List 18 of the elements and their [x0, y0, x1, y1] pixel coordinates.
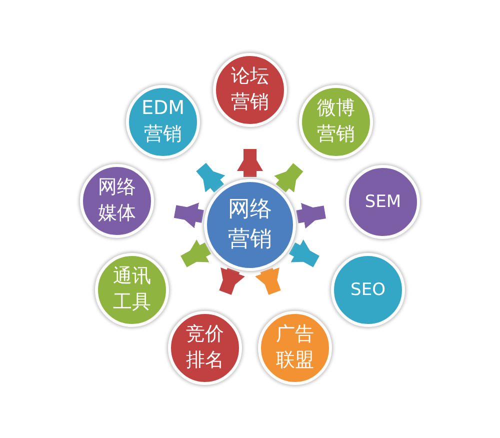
arrow	[196, 162, 226, 193]
circle-node: SEM	[346, 165, 420, 239]
circle-node: EDM营销	[126, 85, 200, 159]
circle-node: 网络媒体	[80, 164, 154, 238]
circle-node: 微博营销	[299, 85, 373, 159]
circle-node: 网络营销	[204, 179, 296, 271]
circle-node: 竞价排名	[168, 311, 242, 385]
circle-node: 广告联盟	[258, 311, 332, 385]
arrow	[237, 149, 263, 177]
arrow	[180, 240, 212, 268]
circle-node: 通讯工具	[95, 253, 169, 327]
arrow	[274, 163, 304, 192]
circle-node: SEO	[331, 253, 405, 327]
arrow	[219, 267, 246, 295]
arrow	[296, 203, 326, 229]
circle-node: 论坛营销	[213, 53, 287, 127]
arrow	[174, 202, 204, 228]
arrow	[288, 240, 320, 268]
